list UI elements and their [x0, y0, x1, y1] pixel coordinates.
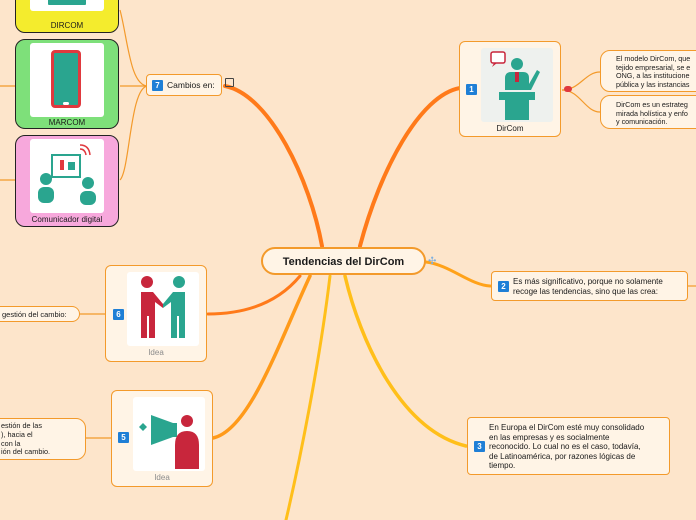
node3-number-badge: 3: [474, 441, 485, 452]
collapse-toggle[interactable]: [564, 86, 572, 92]
megaphone-icon: [139, 415, 199, 469]
idea6-text: gestión del cambio:: [2, 310, 67, 319]
dircom-number-badge: 1: [466, 84, 477, 95]
idea6-text-node[interactable]: gestión del cambio:: [0, 306, 80, 322]
external-link-icon[interactable]: [225, 78, 234, 87]
idea5-number-badge: 5: [118, 432, 129, 443]
central-topic-label: Tendencias del DirCom: [282, 256, 405, 268]
dircom-sub1[interactable]: El modelo DirCom, que tejido empresarial…: [600, 50, 696, 92]
card-marcom[interactable]: MARCOM: [15, 39, 119, 129]
card-comunicador-caption: Comunicador digital: [31, 215, 103, 224]
node2[interactable]: 2 Es más significativo, porque no solame…: [491, 271, 688, 301]
digital-communicator-icon: [38, 144, 96, 205]
handshake-icon: [141, 276, 185, 338]
idea6-caption: Idea: [148, 348, 164, 357]
central-move-icon[interactable]: ✣: [428, 256, 437, 267]
node3[interactable]: 3 En Europa el DirCom esté muy consolida…: [467, 417, 670, 475]
dircom-caption: DirCom: [496, 124, 524, 133]
branch-cambios: [223, 84, 324, 248]
laptop-icon: [48, 0, 86, 5]
idea5-text-node[interactable]: estión de las ), hacia el con la ión del…: [0, 418, 86, 460]
card-dircom-caption: DIRCOM: [50, 21, 84, 30]
idea5-caption: Idea: [154, 473, 170, 482]
idea5-text: estión de las ), hacia el con la ión del…: [1, 421, 51, 457]
branch-lines: [206, 84, 492, 520]
speaker-podium-icon: [490, 51, 540, 120]
branch-node3: [343, 274, 468, 448]
idea5-node[interactable]: Idea: [111, 390, 213, 487]
branch-node2: [424, 260, 492, 288]
card-marcom-caption: MARCOM: [48, 118, 86, 127]
cambios-number-badge: 7: [152, 80, 163, 91]
card-comunicador[interactable]: Comunicador digital: [15, 135, 119, 227]
branch-idea6: [206, 274, 302, 316]
idea6-number-badge: 6: [113, 309, 124, 320]
branch-down: [284, 274, 332, 520]
dircom-sub2[interactable]: DirCom es un estrateg mirada holística y…: [600, 95, 696, 129]
cambios-node[interactable]: 7 Cambios en:: [146, 74, 222, 96]
central-topic[interactable]: Tendencias del DirCom: [261, 247, 426, 275]
cambios-label: Cambios en:: [167, 80, 215, 90]
card-dircom[interactable]: DIRCOM: [15, 0, 119, 33]
node2-number-badge: 2: [498, 281, 509, 292]
tablet-icon: [51, 50, 81, 108]
branch-dircom: [358, 86, 462, 248]
branch-idea5: [211, 274, 312, 440]
